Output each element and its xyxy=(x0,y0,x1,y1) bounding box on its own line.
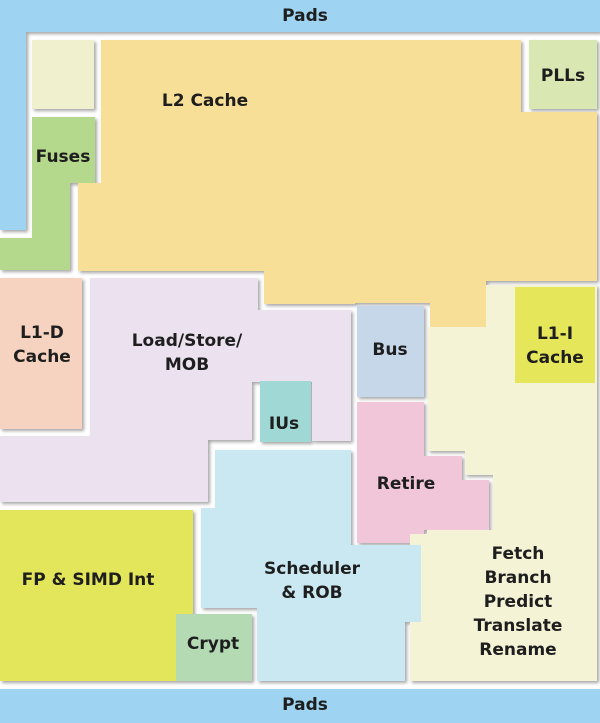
pads-bottom-block xyxy=(0,689,600,723)
load-store-mob-block xyxy=(0,278,351,502)
scheduler-rob-block xyxy=(201,450,421,681)
bus-block xyxy=(357,306,424,397)
ius-block xyxy=(260,381,311,442)
pads-top-block xyxy=(0,0,600,230)
fuses-block xyxy=(0,117,95,270)
plls-block xyxy=(529,40,597,109)
l2-cache-block xyxy=(78,40,597,328)
retire-block xyxy=(357,402,489,543)
fetch-rename-block xyxy=(410,285,597,681)
l1d-cache-block xyxy=(0,278,82,429)
l1i-cache-block xyxy=(515,287,595,383)
crypt-block xyxy=(176,614,252,681)
blank-top-block xyxy=(32,40,94,109)
fp-simd-int-block xyxy=(0,510,193,681)
